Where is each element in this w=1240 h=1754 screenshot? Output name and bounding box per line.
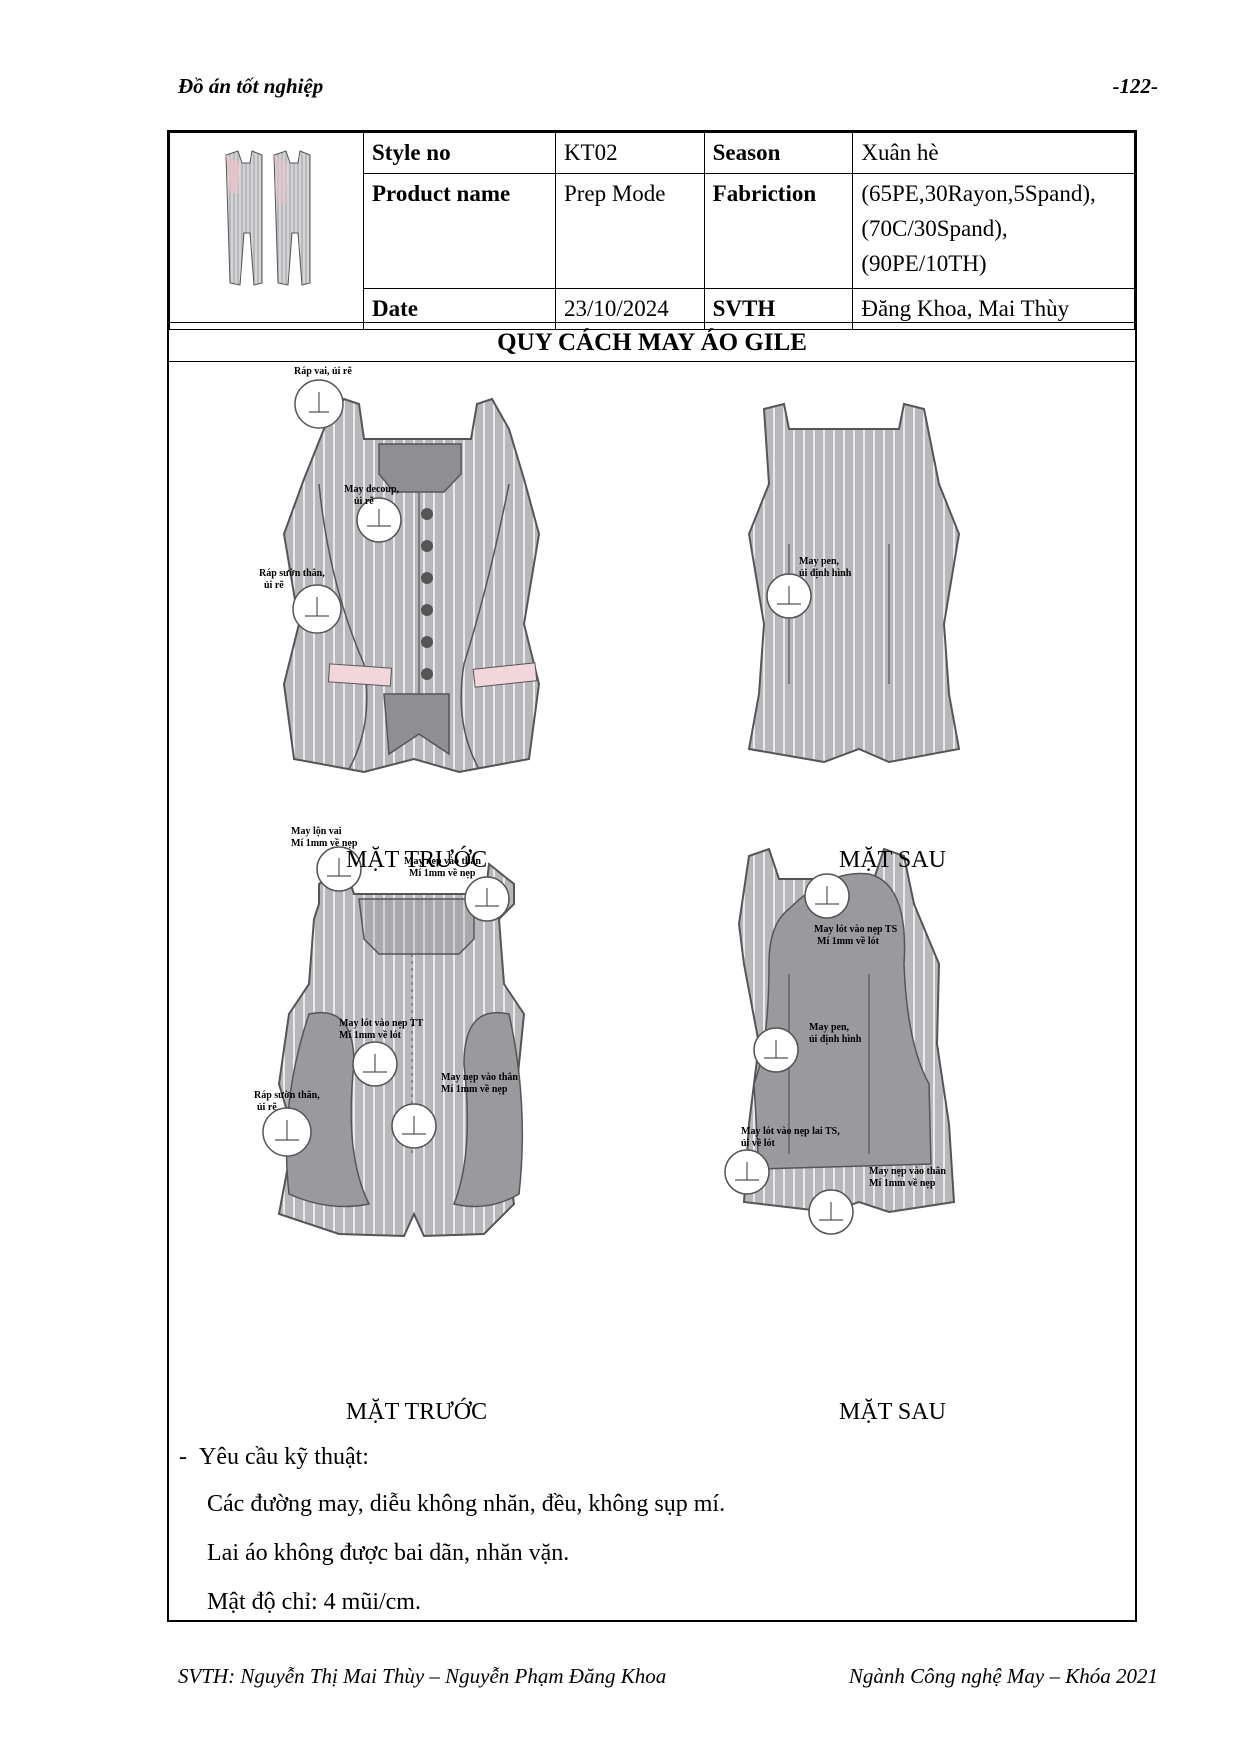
fabrication-line: (65PE,30Rayon,5Spand), — [861, 181, 1096, 207]
spec-sheet-frame: Style no KT02 Season Xuân hè Product nam… — [167, 130, 1137, 1622]
callout-rap-suon-2b: ủi rẽ — [257, 1102, 277, 1113]
callout-may-nep-than-2b: Mí 1mm về nẹp — [441, 1084, 508, 1095]
season-label: Season — [703, 131, 854, 175]
callout-may-lon-vai-1: May lộn vai — [291, 826, 342, 837]
product-thumbnail — [169, 132, 364, 330]
footer-program: Ngành Công nghệ May – Khóa 2021 — [848, 1664, 1158, 1688]
callout-may-lon-vai-2: Mí 1mm về nẹp — [291, 838, 358, 849]
callout-may-lot-nep-tt-2: Mí 1mm về lót — [339, 1030, 402, 1041]
garment-drawings: Ráp vai, ủi rẽ May decoup, ủi rẽ Ráp sườ… — [254, 366, 961, 1238]
callout-may-pen-2b: ủi định hình — [809, 1034, 862, 1045]
season-value: Xuân hè — [852, 131, 1135, 175]
callout-may-lot-lai-ts-2: ủi về lót — [741, 1138, 776, 1149]
callout-may-nep-than-2a: May nẹp vào thân — [441, 1072, 518, 1083]
callout-may-decoup-1: May decoup, — [344, 484, 400, 495]
callout-rap-suon-2: ủi rẽ — [264, 580, 284, 591]
top-front-view: Ráp vai, ủi rẽ May decoup, ủi rẽ Ráp sườ… — [259, 366, 541, 774]
callout-may-lot-nep-ts-2: Mí 1mm về lót — [817, 936, 880, 947]
product-thumbnail-image — [225, 150, 311, 286]
top-back-label: MẶT SAU — [839, 847, 946, 873]
requirements-heading: Yêu cầu kỹ thuật: — [199, 1444, 369, 1470]
bottom-back-view: May lót vào nẹp TS Mí 1mm về lót May pen… — [724, 847, 956, 1235]
date-value: 23/10/2024 — [554, 287, 705, 331]
callout-may-lot-nep-tt-1: May lót vào nẹp TT — [339, 1018, 424, 1029]
fabrication-line: (90PE/10TH) — [861, 251, 987, 277]
callout-may-pen-2a: May pen, — [809, 1022, 850, 1033]
info-table: Style no KT02 Season Xuân hè Product nam… — [169, 131, 1135, 331]
callout-rap-suon-1: Ráp sườn thân, — [259, 568, 325, 579]
footer-authors: SVTH: Nguyễn Thị Mai Thùy – Nguyễn Phạm … — [178, 1664, 667, 1688]
style-no-label: Style no — [363, 131, 556, 175]
requirements-bullet: - — [179, 1444, 187, 1470]
product-name-value: Prep Mode — [554, 173, 705, 289]
fabrication-label: Fabriction — [703, 173, 854, 289]
callout-may-lot-lai-ts-1: May lót vào nẹp lai TS, — [741, 1126, 840, 1137]
callout-may-pen-1: May pen, — [799, 556, 840, 567]
fabrication-line: (70C/30Spand), — [861, 216, 1008, 242]
bottom-front-label: MẶT TRƯỚC — [346, 1399, 488, 1425]
requirement-item: Mật độ chỉ: 4 mũi/cm. — [207, 1589, 421, 1615]
bottom-front-view: May lộn vai Mí 1mm về nẹp May nẹp vào th… — [254, 826, 526, 1238]
bottom-back-label: MẶT SAU — [839, 1399, 946, 1425]
callout-rap-vai: Ráp vai, ủi rẽ — [294, 366, 352, 377]
top-front-label: MẶT TRƯỚC — [346, 847, 488, 873]
page-number: -122- — [1112, 74, 1159, 98]
requirement-item: Các đường may, diễu không nhăn, đều, khô… — [207, 1491, 726, 1517]
callout-rap-suon-2a: Ráp sườn thân, — [254, 1090, 320, 1101]
section-title: QUY CÁCH MAY ÁO GILE — [169, 322, 1135, 362]
callout-may-nep-than-3a: May nẹp vào thân — [869, 1166, 946, 1177]
header-title: Đồ án tốt nghiệp — [178, 74, 324, 98]
callout-may-lot-nep-ts-1: May lót vào nẹp TS — [814, 924, 898, 935]
fabrication-value: (65PE,30Rayon,5Spand), (70C/30Spand), (9… — [852, 173, 1135, 289]
callout-may-nep-than-1a: May nẹp vào thân — [404, 856, 481, 867]
product-name-label: Product name — [363, 173, 556, 289]
callout-may-nep-than-3b: Mí 1mm về nẹp — [869, 1178, 936, 1189]
callout-may-decoup-2: ủi rẽ — [354, 496, 374, 507]
callout-may-nep-than-1b: Mí 1mm về nẹp — [409, 868, 476, 879]
top-back-view: May pen, ủi định hình — [747, 402, 961, 764]
callout-may-pen-2: ủi định hình — [799, 568, 852, 579]
style-no-value: KT02 — [554, 131, 705, 175]
requirement-item: Lai áo không được bai dãn, nhăn vặn. — [207, 1540, 570, 1566]
